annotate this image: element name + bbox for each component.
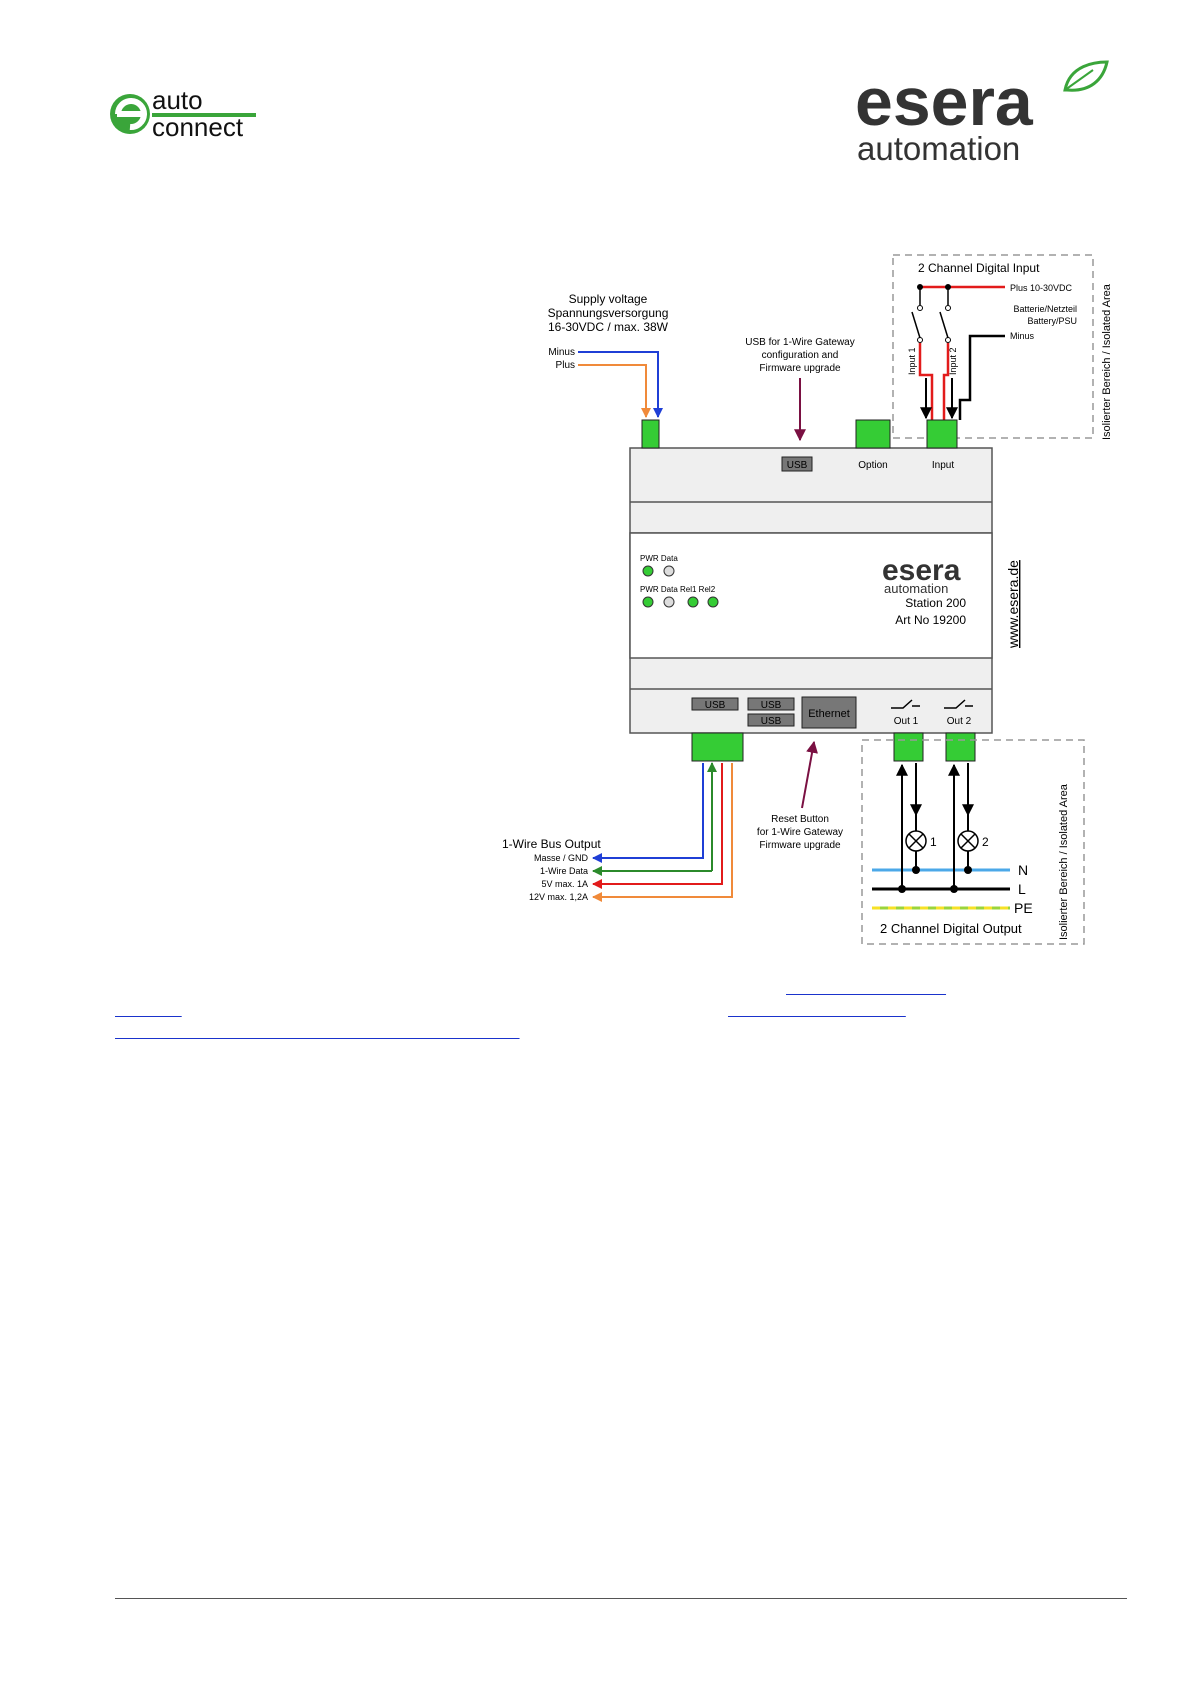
out2-terminal [945,732,976,762]
bus-5v-label: 5V max. 1A [541,879,588,889]
bus-output-labels: 1-Wire Bus Output Masse / GND 1-Wire Dat… [502,837,601,902]
autoconnect-logo: auto connect [110,85,256,142]
rel1-led [687,596,699,608]
doc-link-4[interactable] [115,1024,520,1042]
led-row2-label: PWR Data Rel1 Rel2 [640,585,716,594]
usb-note-line1: USB for 1-Wire Gateway [745,337,854,348]
bus-gnd-wire [592,763,704,863]
input-isolated-label: Isolierter Bereich / Isolated Area [1101,283,1113,440]
reset-note-line2: for 1-Wire Gateway [757,827,843,838]
supply-plus-label: Plus [556,360,575,371]
input-isolated-area [892,254,1094,439]
logo-auto-text: auto [152,85,203,115]
option-terminal [855,419,891,449]
supply-minus-wire [578,351,663,418]
supply-minus-label: Minus [548,347,575,358]
usb-note-line2: configuration and [762,350,839,361]
usb-note: USB for 1-Wire Gateway configuration and… [745,337,854,374]
device-brand: esera [882,554,961,587]
bus-12v-label: 12V max. 1,2A [529,892,588,902]
supply-plus-wire [578,364,651,418]
input-minus-label: Minus [1010,331,1035,341]
output-isolated-area [861,739,1085,945]
bus-12v-wire [592,763,733,902]
usb-port-top [781,456,813,472]
logo-automation-text: automation [857,130,1020,167]
input-box-title: 2 Channel Digital Input [918,261,1040,275]
reset-note: Reset Button for 1-Wire Gateway Firmware… [757,814,843,851]
reset-arrow [801,740,818,809]
neutral-label: N [1018,862,1028,878]
supply-title-de: Spannungsversorgung [548,306,669,320]
out1-label: Out 1 [894,716,919,727]
supply-spec: 16-30VDC / max. 38W [548,320,669,334]
supply-title: Supply voltage [569,292,648,306]
bus-gnd-label: Masse / GND [534,853,589,863]
bus-terminal [691,732,744,762]
output-isolated-label: Isolierter Bereich / Isolated Area [1058,783,1070,940]
esera-logo: esera automation [855,60,1109,167]
pe-label: PE [1014,900,1033,916]
logo-connect-text: connect [152,112,244,142]
pwr-led-2 [642,596,654,608]
input1-label: Input 1 [907,347,917,375]
pwr-led [642,565,654,577]
rel2-led [707,596,719,608]
bus-title: 1-Wire Bus Output [502,837,601,851]
usb-port-top-label: USB [787,460,808,471]
station-200-device: USB Option Input PWR Data PWR Data Rel1 … [629,419,1021,762]
doc-link-3[interactable] [728,1002,906,1020]
usb-port-1-label: USB [705,700,726,711]
option-label: Option [858,460,887,471]
data-led [663,565,675,577]
supply-terminal [641,419,660,449]
lamp-1-label: 1 [930,835,937,849]
bus-5v-wire [592,763,723,889]
device-tagline: automation [884,581,948,596]
reset-note-line1: Reset Button [771,814,829,825]
usb-note-line3: Firmware upgrade [759,363,841,374]
doc-link-2[interactable] [115,1002,182,1020]
ethernet-label: Ethernet [808,708,850,720]
doc-link-1[interactable] [786,980,946,998]
led-row1-label: PWR Data [640,554,678,563]
out1-terminal [893,732,924,762]
input-label: Input [932,460,954,471]
out2-label: Out 2 [947,716,972,727]
output-box-title: 2 Channel Digital Output [880,921,1022,936]
device-art-no: Art No 19200 [895,613,966,627]
input-battery-label: Batterie/Netzteil [1013,304,1077,314]
supply-voltage-label: Supply voltage Spannungsversorgung 16-30… [548,292,669,371]
input-plus-label: Plus 10-30VDC [1010,283,1073,293]
lamp-2-label: 2 [982,835,989,849]
footer-divider [115,1598,1127,1599]
input-battery-label-en: Battery/PSU [1027,316,1077,326]
logo-esera-text: esera [855,64,1034,140]
device-model: Station 200 [905,596,966,610]
ethernet-port [801,696,857,729]
usb-port-3-label: USB [761,716,782,727]
usb-port-2 [747,697,795,711]
leaf-icon [1063,60,1109,92]
device-website: www.esera.de [1005,560,1021,649]
usb-port-2-label: USB [761,700,782,711]
live-label: L [1018,881,1026,897]
bus-data-label: 1-Wire Data [540,866,588,876]
data-led-2 [663,596,675,608]
reset-note-line3: Firmware upgrade [759,840,841,851]
e-logo-icon [110,94,150,134]
usb-port-1 [691,697,739,711]
input-terminal [926,419,958,449]
usb-port-3 [747,713,795,727]
input2-label: Input 2 [948,347,958,375]
